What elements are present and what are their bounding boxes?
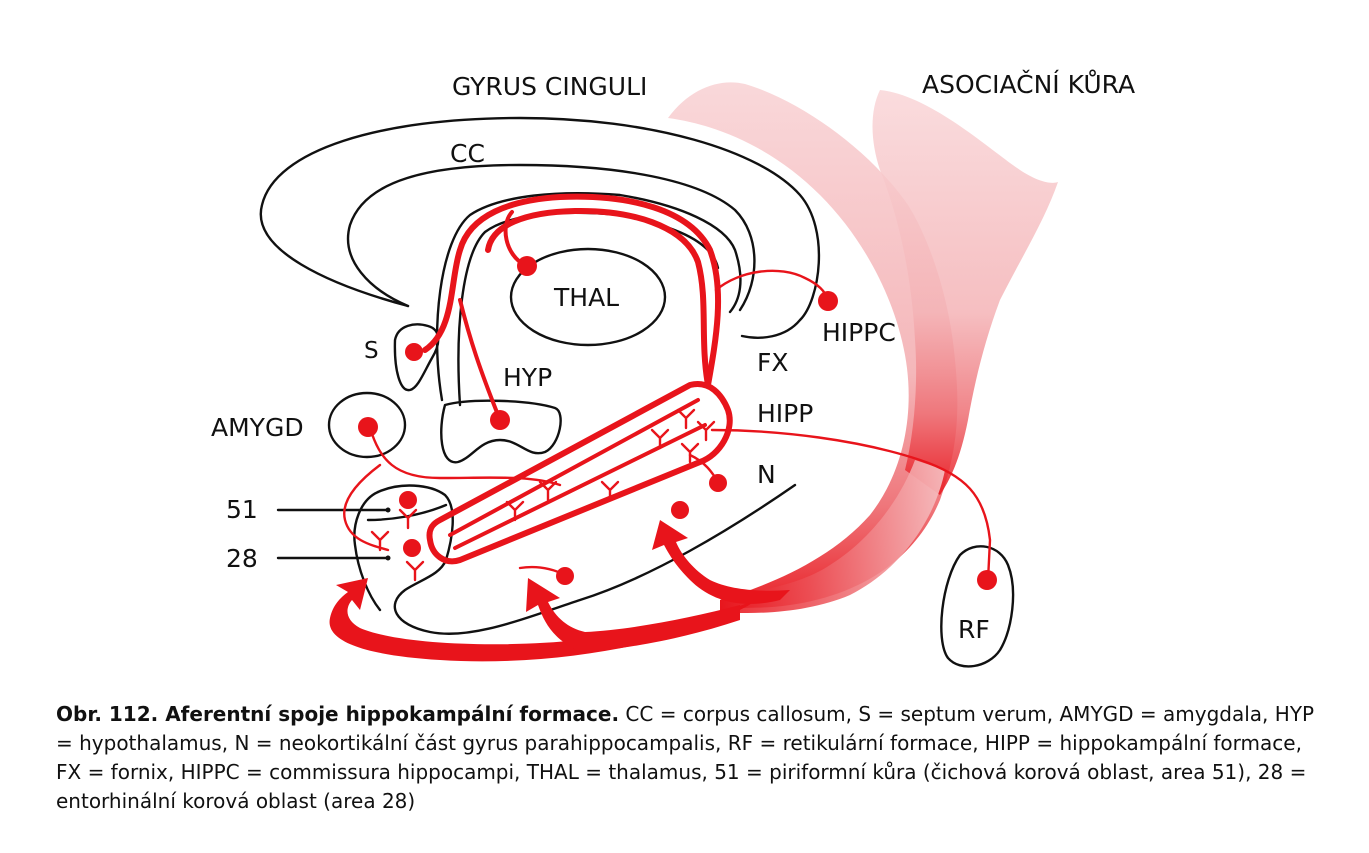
label-fx: FX: [757, 348, 789, 377]
thalamus-terminal: [517, 256, 537, 276]
label-s: S: [364, 338, 379, 364]
corpus-callosum-outline: [347, 163, 756, 312]
label-51: 51: [226, 495, 258, 524]
fornix-pathway-outer: [422, 193, 722, 388]
septum-terminal: [405, 343, 423, 361]
amygdala-fiber-2: [343, 463, 390, 552]
thalamus-outline: [509, 247, 667, 347]
reticular-formation-outline: [940, 545, 1015, 668]
red-pathways: [343, 193, 997, 590]
arrow-to-neocortex: [652, 520, 790, 604]
label-cc: CC: [450, 139, 485, 168]
label-amygd: AMYGD: [211, 413, 304, 442]
neocortex-terminal: [709, 474, 727, 492]
amygdala-terminal: [358, 417, 378, 437]
rf-terminal: [977, 570, 997, 590]
fornix-arch-1: [435, 191, 742, 402]
diagram-labels: GYRUS CINGULI ASOCIAČNÍ KŮRA CC THAL S H…: [211, 69, 1135, 644]
hippocampal-afferents-diagram: GYRUS CINGULI ASOCIAČNÍ KŮRA CC THAL S H…: [211, 69, 1135, 668]
hippocampal-inner-lane-2: [453, 423, 707, 550]
area28-terminal: [403, 539, 421, 557]
label-rf: RF: [958, 615, 990, 644]
label-n: N: [757, 460, 776, 489]
hypothalamus-terminal: [490, 410, 510, 430]
terminal-branchlets: [370, 408, 716, 582]
label-hippc: HIPPC: [822, 318, 896, 347]
parahippocampal-terminal: [671, 501, 689, 519]
label-28: 28: [226, 544, 258, 573]
gyrus-cinguli-outline: [259, 116, 821, 339]
caption-title: Obr. 112. Aferentní spoje hippokampální …: [56, 702, 620, 726]
piriform-entorhinal-outline: [353, 490, 382, 612]
label-hyp: HYP: [503, 363, 552, 392]
caption-body: CC = corpus callosum, S = septum verum, …: [56, 702, 1315, 813]
arrow-to-parahippocampal: [526, 578, 740, 652]
label-gyrus-cinguli: GYRUS CINGULI: [452, 72, 647, 101]
hippc-terminal: [818, 291, 838, 311]
association-arrows: [329, 520, 790, 662]
amygdala-fiber: [368, 426, 562, 487]
hippocampal-formation-box: [426, 381, 733, 565]
label-hipp: HIPP: [757, 399, 813, 428]
parahippocampal-outline: [376, 483, 797, 636]
fornix-pathway-inner: [485, 207, 711, 388]
amygdala-outline: [327, 391, 407, 459]
hippocampal-commissure-fiber: [714, 269, 830, 302]
area51-terminal: [399, 491, 417, 509]
septum-outline: [393, 323, 440, 392]
label-asociacni-kura: ASOCIAČNÍ KŮRA: [922, 69, 1135, 99]
association-cortex-band: [668, 82, 1058, 614]
hypothalamus-branch: [458, 298, 502, 422]
figure-caption: Obr. 112. Aferentní spoje hippokampální …: [56, 700, 1316, 816]
hippocampal-inner-lane-1: [448, 398, 700, 537]
label-thal: THAL: [553, 283, 619, 312]
reticular-fiber: [710, 428, 992, 582]
entorhinal-terminal: [556, 567, 574, 585]
hypothalamus-outline: [440, 399, 562, 464]
